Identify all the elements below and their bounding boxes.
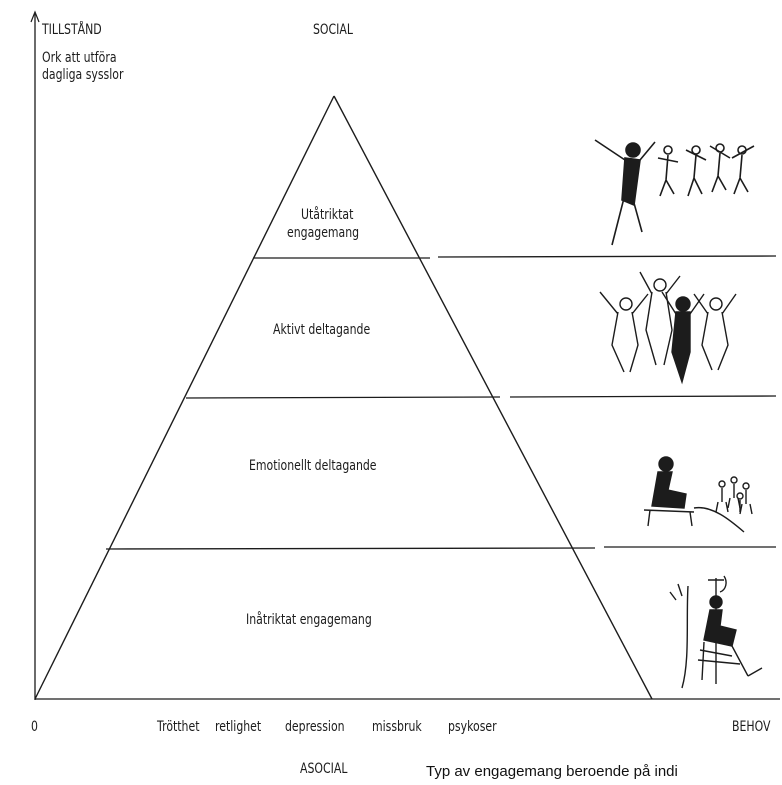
y-axis-arrowhead — [30, 10, 40, 23]
divider-3 — [105, 547, 596, 550]
level-1-label-line2: engagemang — [287, 225, 360, 241]
bottom-asocial-label: ASOCIAL — [300, 761, 348, 777]
pyramid-left-edge — [34, 95, 335, 700]
y-axis-title: TILLSTÅND — [42, 22, 102, 38]
x-term-missbruk: missbruk — [372, 719, 422, 735]
x-term-trotthet: Trötthet — [157, 719, 200, 735]
x-term-depression: depression — [285, 719, 345, 735]
top-social-label: SOCIAL — [313, 22, 353, 38]
patient-with-drip-icon — [669, 575, 763, 689]
jumping-people-icon — [594, 139, 755, 246]
level-dividers — [105, 255, 777, 550]
x-term-psykoser: psykoser — [448, 719, 497, 735]
divider-1-extension — [437, 255, 777, 258]
divider-2 — [185, 396, 501, 399]
level-2-label: Aktivt deltagande — [273, 322, 371, 338]
y-axis-subtitle-line1: Ork att utföra — [42, 50, 117, 66]
figure-caption: Typ av engagemang beroende på indi — [426, 763, 678, 780]
y-axis-subtitle-line2: dagliga sysslor — [42, 67, 124, 83]
origin-label: 0 — [31, 719, 38, 735]
seated-watcher-icon — [643, 456, 753, 533]
level-4-label: Inåtriktat engagemang — [246, 612, 372, 628]
cheering-group-icon — [599, 271, 737, 385]
level-3-label: Emotionellt deltagande — [249, 458, 377, 474]
x-term-retlighet: retlighet — [215, 719, 262, 735]
level-1-label-line1: Utåtriktat — [301, 207, 354, 223]
divider-2-extension — [509, 395, 777, 398]
x-axis-end-label: BEHOV — [732, 719, 771, 735]
